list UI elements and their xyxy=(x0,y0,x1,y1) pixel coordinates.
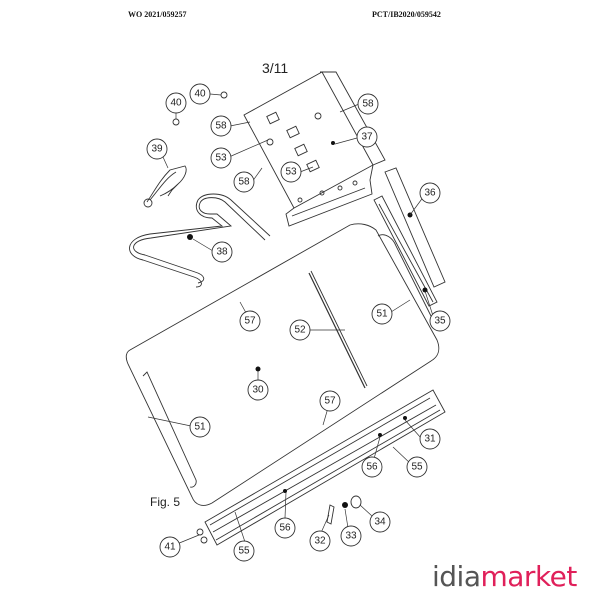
callout-53: 53 xyxy=(210,147,232,169)
callout-51: 51 xyxy=(189,416,211,438)
svg-text:40: 40 xyxy=(170,98,182,109)
callout-41: 41 xyxy=(159,536,181,558)
callout-40: 40 xyxy=(165,92,187,114)
svg-text:58: 58 xyxy=(238,177,250,188)
svg-text:30: 30 xyxy=(252,385,264,396)
svg-text:36: 36 xyxy=(424,188,436,199)
callout-32: 32 xyxy=(309,530,331,552)
svg-text:58: 58 xyxy=(215,121,227,132)
bottom-rail-part xyxy=(196,389,446,546)
svg-text:52: 52 xyxy=(294,325,306,336)
callout-53: 53 xyxy=(280,161,302,183)
svg-text:40: 40 xyxy=(194,89,206,100)
callout-52: 52 xyxy=(289,319,311,341)
application-number: PCT/IB2020/059542 xyxy=(372,10,441,19)
svg-text:31: 31 xyxy=(424,434,436,445)
callout-57: 57 xyxy=(239,310,261,332)
svg-text:35: 35 xyxy=(434,316,446,327)
top-plate-part xyxy=(243,71,386,227)
svg-text:33: 33 xyxy=(345,531,357,542)
callout-38: 38 xyxy=(211,241,233,263)
fastener-parts xyxy=(326,495,362,525)
brand-part-1: idia xyxy=(432,560,481,593)
svg-text:51: 51 xyxy=(194,422,206,433)
main-board-part xyxy=(125,223,440,506)
svg-text:58: 58 xyxy=(362,99,374,110)
svg-text:32: 32 xyxy=(314,536,326,547)
callout-55: 55 xyxy=(233,540,255,562)
svg-text:39: 39 xyxy=(151,144,163,155)
callout-34: 34 xyxy=(369,511,391,533)
svg-text:56: 56 xyxy=(279,523,291,534)
svg-text:56: 56 xyxy=(366,462,378,473)
callout-40: 40 xyxy=(189,83,211,105)
brand-logo: idiamarket xyxy=(432,560,577,593)
svg-text:53: 53 xyxy=(285,167,297,178)
svg-text:55: 55 xyxy=(411,462,423,473)
sheet-number: 3/11 xyxy=(262,60,289,76)
callout-56: 56 xyxy=(361,456,383,478)
callout-35: 35 xyxy=(429,310,451,332)
svg-text:41: 41 xyxy=(164,542,176,553)
callout-58: 58 xyxy=(357,93,379,115)
callout-31: 31 xyxy=(419,428,441,450)
callout-58: 58 xyxy=(233,171,255,193)
callout-30: 30 xyxy=(247,379,269,401)
callout-57: 57 xyxy=(319,390,341,412)
figure-label: Fig. 5 xyxy=(150,495,181,509)
patent-number: WO 2021/059257 xyxy=(128,10,187,19)
clip-part xyxy=(143,165,187,208)
svg-text:57: 57 xyxy=(324,396,336,407)
handle-part xyxy=(129,193,271,288)
svg-text:38: 38 xyxy=(216,247,228,258)
brand-part-2: market xyxy=(480,560,578,593)
svg-text:55: 55 xyxy=(238,546,250,557)
svg-text:34: 34 xyxy=(374,517,386,528)
callout-55: 55 xyxy=(406,456,428,478)
callout-37: 37 xyxy=(356,126,378,148)
svg-text:51: 51 xyxy=(376,309,388,320)
svg-text:53: 53 xyxy=(215,153,227,164)
callout-36: 36 xyxy=(419,182,441,204)
callout-58: 58 xyxy=(210,115,232,137)
callout-56: 56 xyxy=(274,517,296,539)
callout-51: 51 xyxy=(371,303,393,325)
svg-text:37: 37 xyxy=(361,132,373,143)
svg-text:57: 57 xyxy=(244,316,256,327)
callout-39: 39 xyxy=(146,138,168,160)
callout-33: 33 xyxy=(340,525,362,547)
